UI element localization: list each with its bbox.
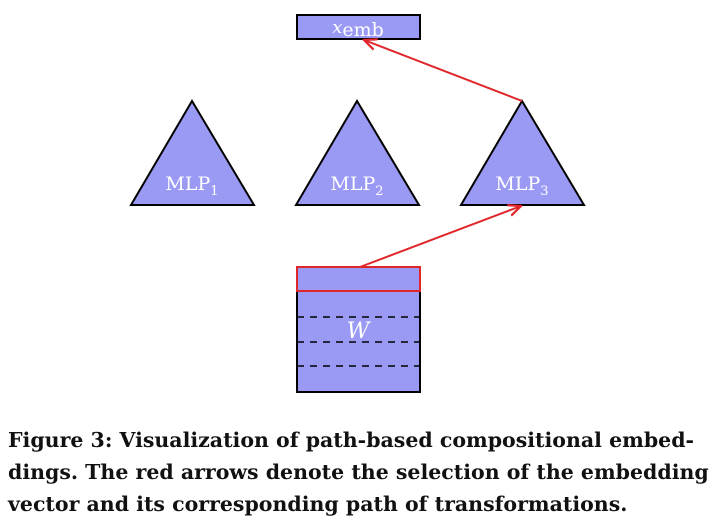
- svg-text:MLP1: MLP1: [165, 173, 218, 199]
- mlp-3-sub: 3: [540, 184, 548, 199]
- diagram: xemb MLP1 MLP2 MLP3 W: [129, 14, 586, 393]
- figure-caption: Figure 3: Visualization of path-based co…: [8, 424, 714, 520]
- caption-line-3: vector and its corresponding path of tra…: [8, 492, 628, 516]
- embedding-label: x: [332, 17, 342, 38]
- svg-text:xemb: xemb: [332, 17, 384, 41]
- mlp-3-triangle: MLP3: [459, 99, 586, 206]
- mlp-1-triangle: MLP1: [129, 99, 256, 206]
- matrix-label: W: [347, 319, 372, 344]
- arrow-row-to-mlp3: [359, 206, 521, 268]
- caption-line-2: dings. The red arrows denote the selecti…: [8, 460, 709, 484]
- weight-matrix: W: [296, 266, 421, 393]
- mlp-2-label: MLP: [330, 173, 375, 195]
- embedding-output-box: xemb: [296, 14, 421, 41]
- caption-line-1: Figure 3: Visualization of path-based co…: [8, 428, 695, 452]
- mlp-2-sub: 2: [375, 184, 383, 199]
- mlp-1-label: MLP: [165, 173, 210, 195]
- mlp-3-label: MLP: [495, 173, 540, 195]
- svg-text:MLP2: MLP2: [330, 173, 383, 199]
- selected-embedding-row: [296, 266, 421, 292]
- svg-text:MLP3: MLP3: [495, 173, 548, 199]
- arrow-mlp3-to-embedding: [364, 40, 523, 102]
- mlp-2-triangle: MLP2: [294, 99, 421, 206]
- embedding-label-sub: emb: [342, 19, 383, 41]
- mlp-1-sub: 1: [210, 184, 218, 199]
